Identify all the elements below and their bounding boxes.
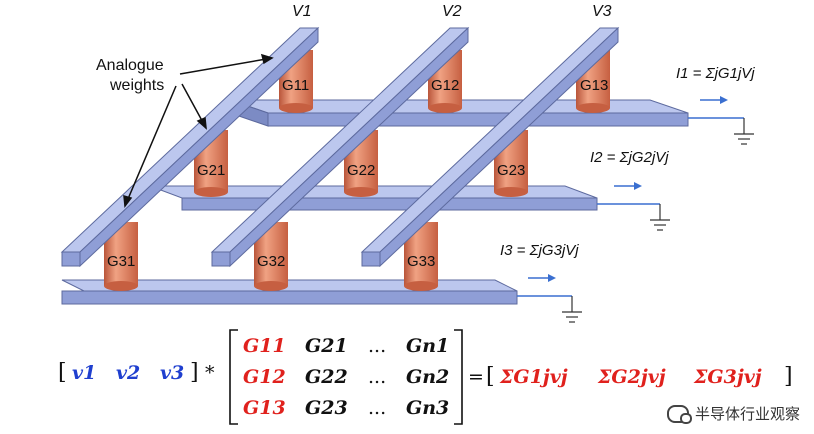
- crossbar-diagram: G11 G12 G13 G21 G22 G23 G31 G32 G33 V1 V…: [60, 3, 755, 323]
- svg-text:]: ]: [784, 364, 793, 389]
- ground-icon-3: [562, 296, 582, 323]
- conductance-labels: G11 G12 G13 G21 G22 G23 G31 G32 G33: [107, 77, 608, 270]
- label-g21: G21: [197, 162, 225, 179]
- current-label-3: I3 = ΣjG3jVj: [500, 242, 579, 259]
- matrix-dots-2: ...: [368, 366, 386, 388]
- vector-v1: v1: [72, 362, 96, 384]
- matrix-g22: G22: [305, 366, 348, 388]
- matrix-gn1: Gn1: [406, 335, 449, 357]
- wechat-icon: [666, 404, 692, 424]
- label-v2: V2: [442, 3, 462, 20]
- output-row-3: I3 = ΣjG3jVj: [500, 242, 582, 323]
- weights-label-line1: Analogue: [96, 57, 164, 74]
- matrix-dots-1: ...: [368, 335, 386, 357]
- weights-label-line2: weights: [109, 77, 164, 94]
- watermark: 半导体行业观察: [666, 403, 800, 424]
- column-bars: [60, 26, 620, 268]
- svg-text:[: [: [486, 364, 495, 389]
- output-row-2: I2 = ΣjG2jVj: [590, 149, 670, 231]
- ground-icon-1: [734, 118, 754, 145]
- matrix-gn2: Gn2: [406, 366, 449, 388]
- vector-v2: v2: [116, 362, 140, 384]
- matrix-g12: G12: [243, 366, 286, 388]
- label-g31: G31: [107, 253, 135, 270]
- matrix-gn3: Gn3: [406, 397, 449, 419]
- label-g22: G22: [347, 162, 375, 179]
- label-g33: G33: [407, 253, 435, 270]
- svg-text:[: [: [58, 360, 67, 385]
- matrix-left-bracket: [229, 329, 238, 425]
- current-label-2: I2 = ΣjG2jVj: [590, 149, 669, 166]
- voltage-labels: V1 V2 V3: [292, 3, 612, 20]
- vector-v3: v3: [160, 362, 184, 384]
- matrix-g21: G21: [305, 335, 348, 357]
- label-g13: G13: [580, 77, 608, 94]
- equals-sign: =: [468, 366, 484, 388]
- ground-icon-2: [650, 204, 670, 231]
- weights-arrows: [123, 53, 274, 208]
- matrix-right-bracket: [454, 329, 463, 425]
- matrix-dots-3: ...: [368, 397, 386, 419]
- label-g32: G32: [257, 253, 285, 270]
- current-outputs: I1 = ΣjG1jVj I2 = ΣjG2jVj: [500, 65, 755, 323]
- label-g12: G12: [431, 77, 459, 94]
- svg-text:]: ]: [190, 360, 199, 385]
- label-v3: V3: [592, 3, 612, 20]
- column-bar-2: [210, 26, 470, 268]
- column-bar-3: [360, 26, 620, 268]
- row-bar-3: [61, 279, 518, 305]
- label-v1: V1: [292, 3, 312, 20]
- cylinder-g23: [494, 130, 528, 197]
- current-label-1: I1 = ΣjG1jVj: [676, 65, 755, 82]
- watermark-text: 半导体行业观察: [694, 405, 800, 423]
- output-row-1: I1 = ΣjG1jVj: [676, 65, 755, 145]
- analogue-weights-annotation: Analogue weights: [96, 53, 274, 208]
- matrix-g13: G13: [243, 397, 286, 419]
- matrix-equation: [ v1 v2 v3 ] * G11 G21 ... Gn1 G12 G22 .…: [58, 329, 793, 425]
- label-g11: G11: [282, 77, 309, 94]
- result-2: ΣG2jvj: [597, 366, 666, 388]
- matrix-g11: G11: [243, 335, 286, 357]
- label-g23: G23: [497, 162, 525, 179]
- times-operator: *: [205, 362, 215, 384]
- matrix-g23: G23: [305, 397, 348, 419]
- result-1: ΣG1jvj: [499, 366, 568, 388]
- result-3: ΣG3jvj: [693, 366, 762, 388]
